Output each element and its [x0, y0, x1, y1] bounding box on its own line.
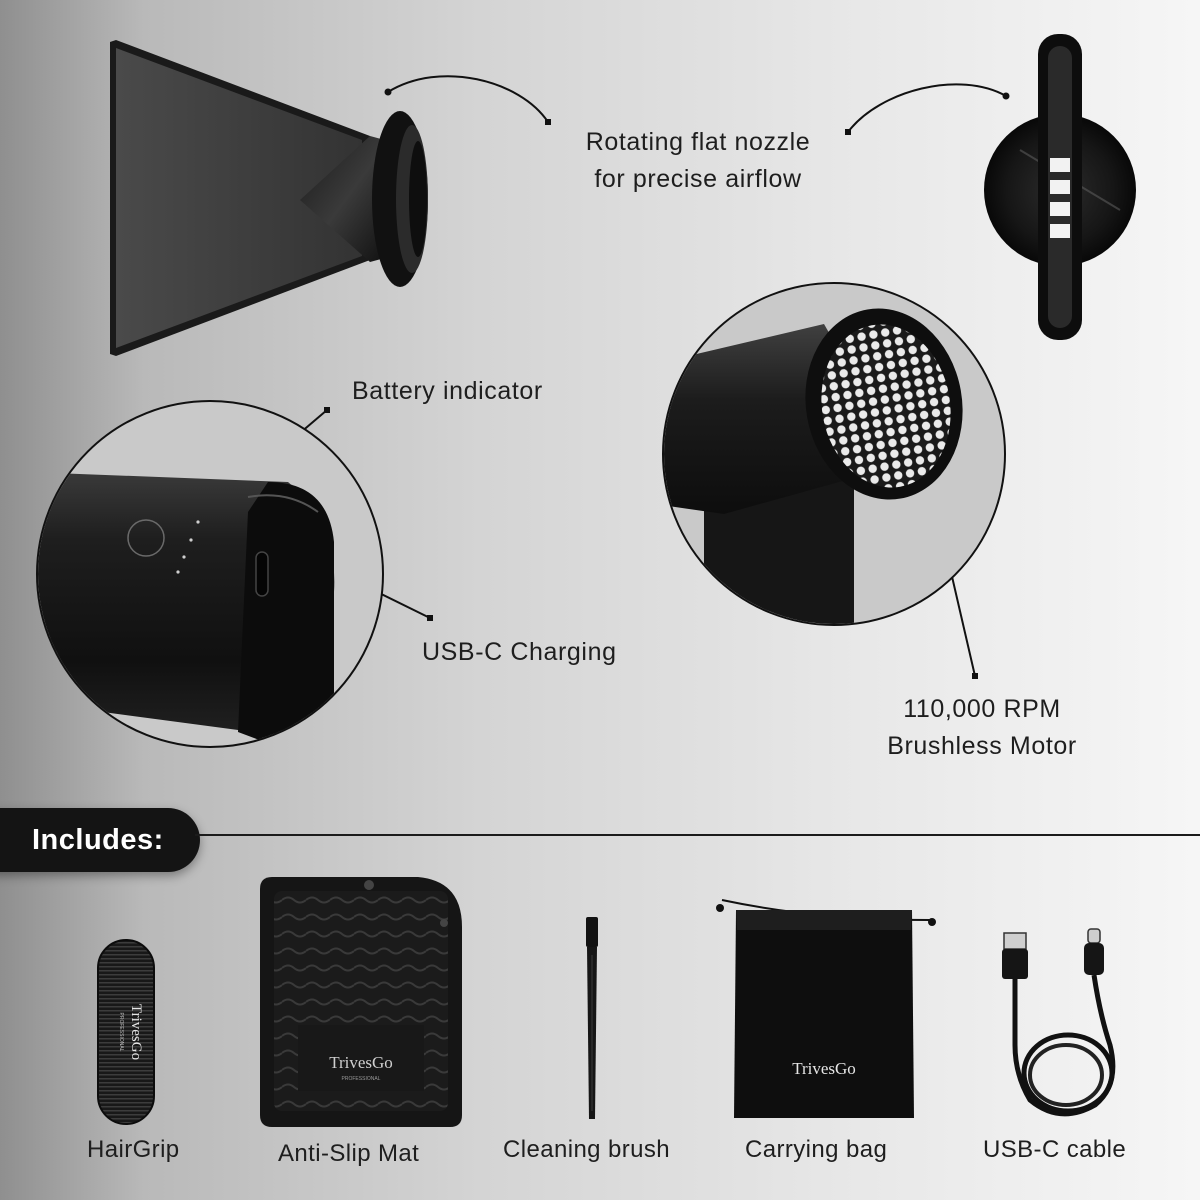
- flat-nozzle-side-image: [110, 40, 428, 356]
- bag-brand: TrivesGo: [792, 1059, 856, 1078]
- item-label-cleaning-brush: Cleaning brush: [503, 1136, 671, 1163]
- carrying-bag-icon: TrivesGo: [716, 899, 936, 1118]
- item-label-carrying-bag: Carrying bag: [745, 1136, 888, 1163]
- item-label-anti-slip-mat: Anti-Slip Mat: [278, 1140, 420, 1167]
- battery-indicator-label: Battery indicator: [352, 377, 543, 405]
- motor-closeup: [662, 282, 1006, 626]
- motor-feature-label: 110,000 RPM Brushless Motor: [864, 691, 1100, 765]
- handle-closeup: [36, 400, 384, 748]
- usb-c-charging-label: USB-C Charging: [422, 638, 617, 666]
- cleaning-brush-icon: [586, 917, 598, 1119]
- motor-label-line1: 110,000 RPM: [903, 695, 1061, 723]
- mat-brand: TrivesGo: [329, 1053, 393, 1072]
- hairgrip-brand: TrivesGo: [128, 1004, 144, 1060]
- item-label-usb-c-cable: USB-C cable: [983, 1136, 1127, 1163]
- nozzle-label-line1: Rotating flat nozzle: [585, 128, 811, 156]
- usb-c-port-icon: [255, 551, 269, 597]
- includes-divider: [195, 834, 1200, 836]
- hairgrip-icon: TrivesGo PROFESSIONAL: [97, 939, 155, 1125]
- flat-nozzle-front-image: [984, 34, 1136, 340]
- includes-heading-pill: Includes:: [0, 808, 200, 872]
- power-button-icon: [127, 519, 165, 557]
- nozzle-feature-label: Rotating flat nozzle for precise airflow: [560, 124, 836, 198]
- item-label-hairgrip: HairGrip: [87, 1136, 180, 1163]
- hairgrip-tagline: PROFESSIONAL: [118, 1013, 124, 1052]
- mat-tagline: PROFESSIONAL: [342, 1076, 381, 1082]
- usb-c-cable-icon: [1002, 928, 1116, 1117]
- includes-heading: Includes:: [32, 824, 164, 856]
- motor-label-line2: Brushless Motor: [887, 732, 1077, 760]
- anti-slip-mat-icon: TrivesGo PROFESSIONAL: [260, 877, 462, 1127]
- nozzle-label-line2: for precise airflow: [594, 165, 802, 193]
